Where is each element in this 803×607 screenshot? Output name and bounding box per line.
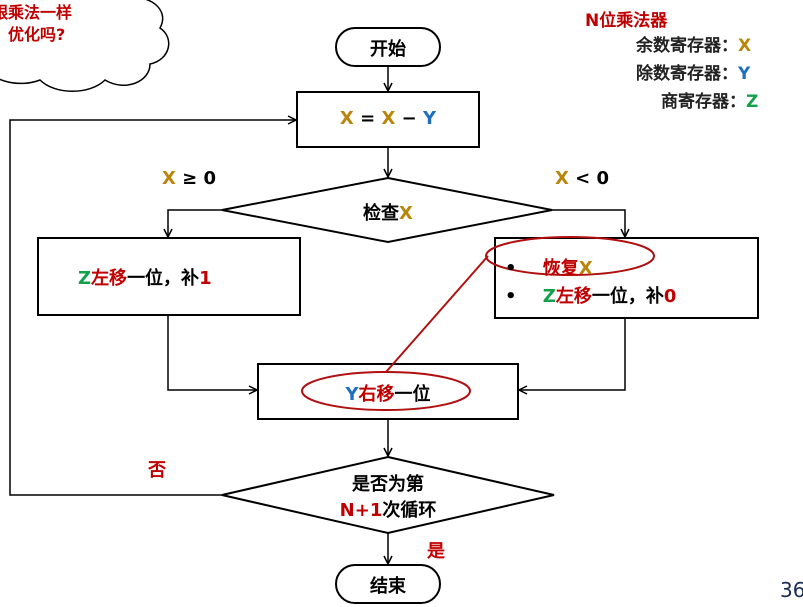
- right-shift: 左移: [555, 286, 592, 307]
- ge-zero-label: X ≥ 0: [162, 168, 216, 189]
- lt-zero-op: < 0: [575, 168, 610, 189]
- legend-reg-x: X: [738, 36, 752, 56]
- check-diamond: [221, 176, 553, 244]
- right-bit: 0: [663, 286, 677, 307]
- right-bullet-2: •: [505, 286, 517, 307]
- check-text: 检查: [363, 203, 400, 224]
- lt-zero-label: X < 0: [555, 168, 609, 189]
- legend-label-y: 除数寄存器：: [636, 64, 738, 84]
- legend-label-z: 商寄存器：: [661, 92, 746, 112]
- subtract-x1: X: [339, 108, 354, 129]
- cloud-text: 跟乘法一样 优化吗?: [0, 2, 72, 46]
- right-rest: 一位，补: [591, 286, 664, 307]
- loop-question: 是否为第 N+1次循环: [300, 472, 476, 524]
- subtract-x2: X: [381, 108, 396, 129]
- subtract-box: [296, 91, 480, 148]
- right-z: Z: [542, 286, 556, 307]
- left-z: Z: [78, 268, 92, 289]
- right-line-2: • Z左移一位，补0: [505, 282, 676, 308]
- subtract-expression: X = X − Y: [297, 108, 479, 129]
- y-shift-rest: 一位: [394, 384, 431, 405]
- left-shift: 左移: [91, 268, 128, 289]
- subtract-minus: −: [401, 108, 417, 129]
- loop-n: N: [339, 500, 355, 521]
- right-restore-text: 恢复: [542, 258, 579, 279]
- ge-zero-op: ≥ 0: [182, 168, 217, 189]
- left-action-text: Z左移一位，补1: [78, 264, 212, 290]
- y-shift-text: Y右移一位: [258, 380, 518, 406]
- loop-plus: +1: [354, 500, 383, 521]
- check-label: 检查X: [300, 199, 476, 225]
- no-label: 否: [148, 460, 166, 481]
- cloud-line-1: 跟乘法一样: [0, 3, 73, 22]
- start-label: 开始: [370, 39, 406, 60]
- right-line-1: • 恢复X: [505, 254, 593, 280]
- check-x: X: [399, 203, 413, 224]
- right-bullet-1: •: [505, 258, 517, 279]
- legend-title: N位乘法器: [585, 11, 668, 31]
- highlight-connector: [385, 255, 489, 373]
- loop-rest: 次循环: [382, 500, 437, 521]
- end-terminator: [335, 564, 441, 604]
- left-rest: 一位，补: [127, 268, 200, 289]
- subtract-eq: =: [360, 108, 376, 129]
- restore-highlight-ellipse: [485, 236, 655, 276]
- cloud-line-2: 优化吗?: [8, 25, 66, 44]
- legend-row-x: 余数寄存器：X: [636, 31, 751, 56]
- legend-row-z: 商寄存器：Z: [661, 87, 758, 112]
- legend-reg-z: Z: [746, 92, 759, 112]
- legend-row-y: 除数寄存器：Y: [636, 59, 750, 84]
- y-shift-dir: 右移: [358, 384, 395, 405]
- right-restore-x: X: [578, 258, 593, 279]
- right-action-box: [494, 237, 759, 319]
- thought-cloud: [0, 0, 170, 92]
- yes-label: 是: [427, 541, 445, 562]
- page-number: 36: [780, 578, 803, 602]
- legend-reg-y: Y: [738, 64, 751, 84]
- left-bit: 1: [199, 268, 212, 289]
- y-shift-y: Y: [345, 384, 359, 405]
- legend-label-x: 余数寄存器：: [636, 36, 738, 56]
- loop-line-1: 是否为第: [352, 474, 424, 495]
- end-label: 结束: [370, 576, 406, 597]
- subtract-y: Y: [423, 108, 437, 129]
- lt-zero-x: X: [555, 168, 569, 189]
- ge-zero-x: X: [162, 168, 176, 189]
- left-action-box: [37, 237, 301, 316]
- loop-line-2: N+1次循环: [300, 498, 476, 524]
